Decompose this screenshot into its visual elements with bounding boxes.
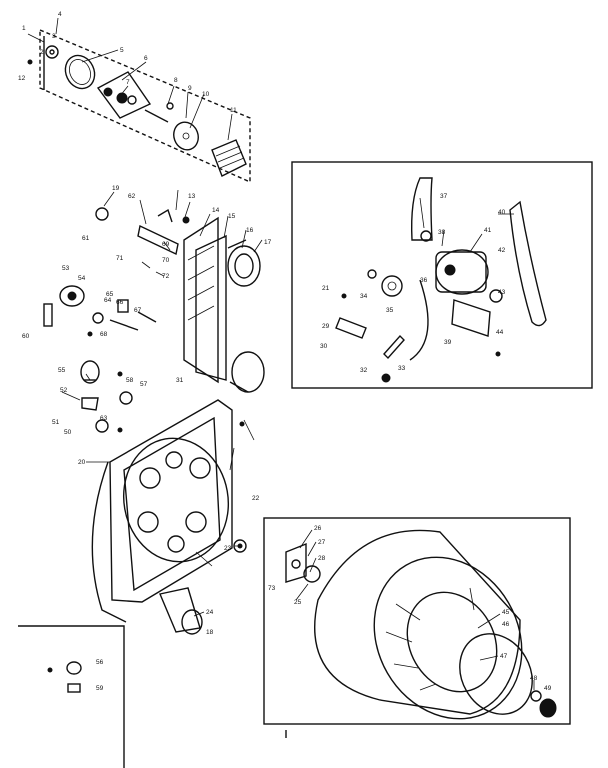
- callout-70: 70: [162, 257, 170, 264]
- lower-left-inset: [18, 625, 125, 768]
- callout-5: 5: [120, 47, 124, 54]
- callout-25: 25: [294, 599, 302, 606]
- callout-34: 34: [360, 293, 368, 300]
- blower-assembly: [27, 28, 251, 184]
- callout-9: 9: [188, 85, 192, 92]
- callout-45: 45: [502, 609, 510, 616]
- thermostat-cluster: [43, 285, 157, 337]
- callout-41: 41: [484, 227, 492, 234]
- callout-43: 43: [498, 289, 506, 296]
- callout-18: 18: [206, 629, 214, 636]
- callout-7: 7: [126, 79, 130, 86]
- callout-73: 73: [268, 585, 276, 592]
- callout-31: 31: [176, 377, 184, 384]
- callout-20: 20: [78, 459, 86, 466]
- callout-32: 32: [360, 367, 368, 374]
- callout-46: 46: [502, 621, 510, 628]
- callout-30: 30: [320, 343, 328, 350]
- callout-11: 11: [230, 107, 237, 114]
- callout-19: 19: [112, 185, 120, 192]
- callout-68: 68: [100, 331, 108, 338]
- callout-59: 59: [96, 685, 104, 692]
- callout-64: 64: [104, 297, 112, 304]
- rear-bulkhead: [91, 399, 247, 635]
- motor-inset: [291, 161, 593, 389]
- lamp-cluster: [80, 360, 133, 433]
- callout-72: 72: [162, 273, 170, 280]
- callout-55: 55: [58, 367, 66, 374]
- callout-35: 35: [386, 307, 394, 314]
- callout-26: 26: [314, 525, 322, 532]
- callout-58: 58: [126, 377, 134, 384]
- callout-33: 33: [398, 365, 406, 372]
- callout-65: 65: [106, 291, 114, 298]
- callout-22: 22: [252, 495, 260, 502]
- leader-lines: [27, 17, 535, 690]
- callout-6: 6: [144, 55, 148, 62]
- callout-61: 61: [82, 235, 90, 242]
- callout-69: 69: [162, 241, 170, 248]
- callout-42: 42: [498, 247, 506, 254]
- callout-56: 56: [96, 659, 104, 666]
- callout-38: 38: [438, 229, 446, 236]
- callout-71: 71: [116, 255, 124, 262]
- callout-4: 4: [58, 11, 62, 18]
- callout-21: 21: [322, 285, 330, 292]
- callout-53: 53: [62, 265, 70, 272]
- blower-housing: [95, 207, 265, 393]
- callout-39: 39: [444, 339, 452, 346]
- callout-29: 29: [322, 323, 330, 330]
- callout-37: 37: [440, 193, 448, 200]
- callout-23: 23: [224, 545, 232, 552]
- callout-57: 57: [140, 381, 148, 388]
- callout-63: 63: [100, 415, 108, 422]
- callout-28: 28: [318, 555, 326, 562]
- callout-50: 50: [64, 429, 72, 436]
- callout-51: 51: [52, 419, 60, 426]
- callout-15: 15: [228, 213, 236, 220]
- callout-52: 52: [60, 387, 68, 394]
- callout-54: 54: [78, 275, 86, 282]
- callout-48: 48: [530, 675, 538, 682]
- callout-1: 1: [22, 25, 26, 32]
- callout-60: 60: [22, 333, 30, 340]
- callout-labels: 1 2 3 4 5 6 7 8 9 10 11 12 13 14 15 16 1…: [18, 11, 552, 692]
- callout-62: 62: [128, 193, 136, 200]
- callout-66: 66: [116, 299, 124, 306]
- callout-3: 3: [52, 33, 56, 40]
- callout-10: 10: [202, 91, 210, 98]
- callout-16: 16: [246, 227, 254, 234]
- callout-27: 27: [318, 539, 326, 546]
- callout-13: 13: [188, 193, 196, 200]
- callout-47: 47: [500, 653, 508, 660]
- callout-49: 49: [544, 685, 552, 692]
- callout-67: 67: [134, 307, 142, 314]
- callout-14: 14: [212, 207, 220, 214]
- callout-40: 40: [498, 209, 506, 216]
- callout-44: 44: [496, 329, 504, 336]
- drum-inset: [263, 517, 571, 738]
- callout-12: 12: [18, 75, 26, 82]
- callout-24: 24: [206, 609, 214, 616]
- callout-36: 36: [420, 277, 428, 284]
- callout-8: 8: [174, 77, 178, 84]
- callout-2: 2: [40, 49, 44, 56]
- callout-17: 17: [264, 239, 272, 246]
